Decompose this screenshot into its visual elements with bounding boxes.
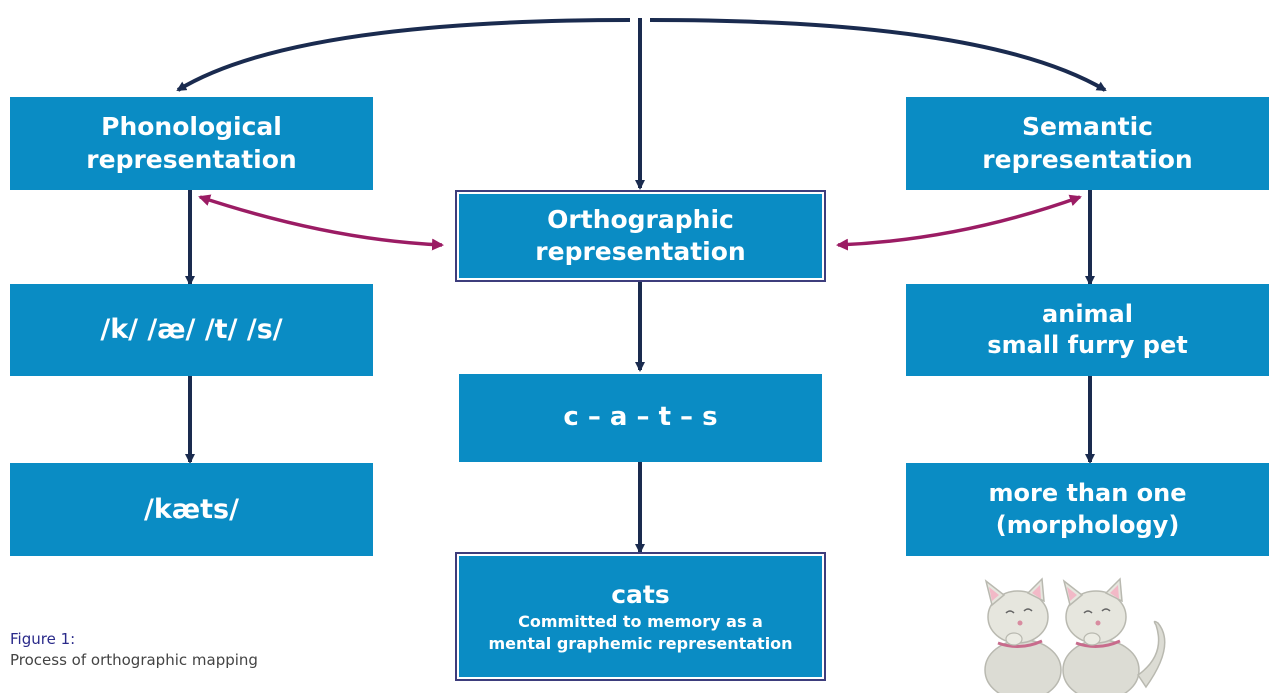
morphology-line2: (morphology) bbox=[995, 510, 1180, 539]
top-arc-arrow bbox=[176, 18, 631, 92]
memory-word: cats bbox=[611, 579, 670, 609]
figure-caption: Figure 1: Process of orthographic mappin… bbox=[10, 629, 258, 671]
semantic-line1: Semantic bbox=[1021, 112, 1154, 141]
morphology-box: more than one (morphology) bbox=[906, 463, 1269, 556]
meaning-box: animal small furry pet bbox=[906, 284, 1269, 376]
morphology-line1: more than one bbox=[988, 479, 1187, 508]
meaning-line1: animal bbox=[1042, 299, 1133, 328]
phonemes-text: /k/ /æ/ /t/ /s/ bbox=[100, 314, 283, 346]
phonological-line2: representation bbox=[86, 144, 297, 174]
orthographic-representation-box: Orthographic representation bbox=[455, 190, 826, 282]
figure-caption-text: Process of orthographic mapping bbox=[10, 651, 258, 669]
memory-box: cats Committed to memory as a mental gra… bbox=[455, 552, 826, 681]
figure-label: Figure 1: bbox=[10, 630, 76, 648]
letters-box: c – a – t – s bbox=[459, 374, 822, 462]
meaning-line2: small furry pet bbox=[987, 331, 1188, 359]
semantic-line2: representation bbox=[982, 144, 1193, 174]
phonetic-word-text: /kæts/ bbox=[144, 493, 239, 525]
semantic-representation-box: Semantic representation bbox=[906, 97, 1269, 190]
memory-line1: Committed to memory as a bbox=[518, 612, 763, 632]
phonological-representation-box: Phonological representation bbox=[10, 97, 373, 190]
phonological-line1: Phonological bbox=[101, 112, 282, 141]
ortho-semantic-bidirectional-arrow bbox=[836, 194, 1082, 251]
memory-line2: mental graphemic representation bbox=[488, 633, 793, 653]
two-cats-illustration-icon bbox=[984, 577, 1166, 693]
phonetic-word-box: /kæts/ bbox=[10, 463, 373, 556]
orthographic-line1: Orthographic bbox=[547, 204, 734, 234]
phonemes-box: /k/ /æ/ /t/ /s/ bbox=[10, 284, 373, 376]
letters-text: c – a – t – s bbox=[563, 402, 718, 433]
phono-ortho-bidirectional-arrow bbox=[198, 194, 444, 251]
orthographic-line2: representation bbox=[535, 237, 746, 266]
top-arc-arrow-right bbox=[649, 18, 1107, 92]
